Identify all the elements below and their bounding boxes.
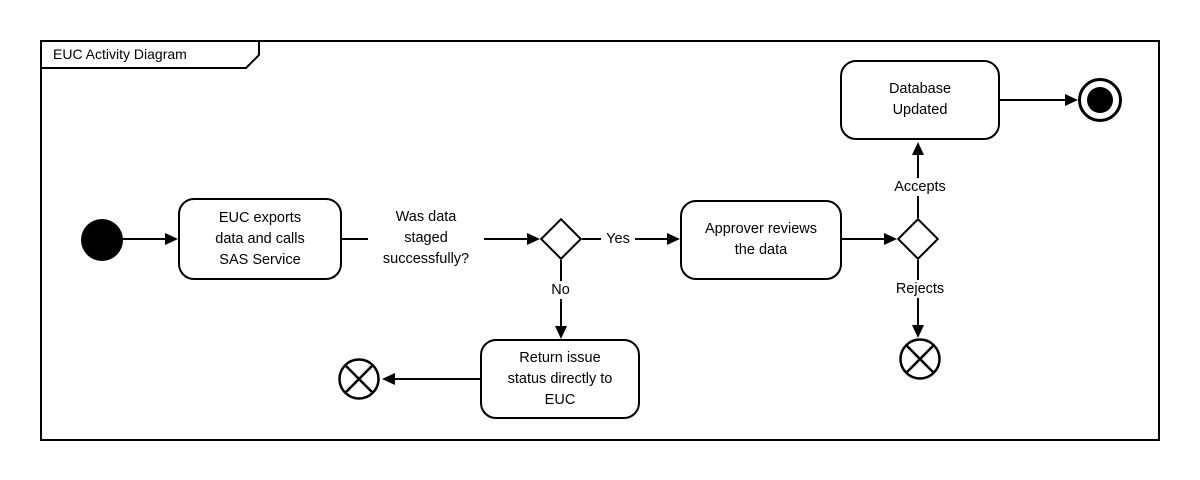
- edge-label-no: No: [546, 281, 575, 299]
- conn-euc-exports-to-gateway1-arrowhead: [527, 233, 540, 245]
- conn-approver-to-gateway2-arrowhead: [884, 233, 897, 245]
- task-return-issue: Return issue status directly to EUC: [480, 339, 640, 419]
- conn-gateway1-no-to-return-issue-arrowhead: [555, 326, 567, 339]
- conn-database-to-end-event-arrowhead: [1065, 94, 1078, 106]
- edge-label-yes: Yes: [601, 230, 635, 248]
- cancel-end-event-node-bottom: [899, 338, 941, 380]
- end-event-node: [1078, 78, 1122, 122]
- edge-label-accepts: Accepts: [889, 178, 951, 196]
- task-database-updated: Database Updated: [840, 60, 1000, 140]
- diagram-title-tab: [40, 40, 260, 69]
- gateway-question-label: Was data staged successfully?: [368, 207, 484, 270]
- task-approver-reviews: Approver reviews the data: [680, 200, 842, 280]
- diagram-title: EUC Activity Diagram: [53, 46, 187, 62]
- cancel-end-event-node-left: [338, 358, 380, 400]
- conn-gateway2-accepts-to-database-arrowhead: [912, 142, 924, 155]
- end-event-dot-icon: [1087, 87, 1113, 113]
- conn-database-to-end-event: [1000, 99, 1066, 101]
- conn-gateway2-rejects-to-cancel-event-arrowhead: [912, 325, 924, 338]
- conn-start-to-euc-exports-arrowhead: [165, 233, 178, 245]
- task-euc-exports: EUC exports data and calls SAS Service: [178, 198, 342, 280]
- conn-start-to-euc-exports: [123, 238, 166, 240]
- conn-return-issue-to-cancel-event-arrowhead: [382, 373, 395, 385]
- conn-approver-to-gateway2: [842, 238, 885, 240]
- conn-gateway1-yes-to-approver-arrowhead: [667, 233, 680, 245]
- conn-return-issue-to-cancel-event: [394, 378, 480, 380]
- start-event-node: [81, 219, 123, 261]
- edge-label-rejects: Rejects: [893, 280, 947, 298]
